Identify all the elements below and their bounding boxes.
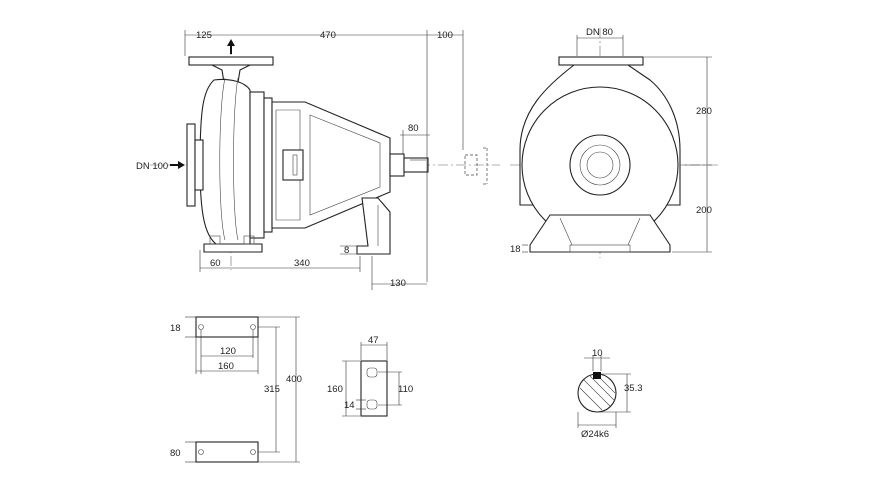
dim-100: 100 bbox=[437, 30, 453, 41]
front-dim-18: 18 bbox=[510, 244, 521, 255]
intermediate-flange bbox=[263, 97, 273, 233]
plan-dim-315: 315 bbox=[264, 384, 280, 395]
dim-80-shaft: 80 bbox=[408, 123, 419, 134]
detail-dim-14: 14 bbox=[344, 400, 355, 411]
suction-flange bbox=[186, 123, 196, 207]
discharge-flange bbox=[188, 56, 274, 66]
plan-dim-400: 400 bbox=[286, 374, 302, 385]
shaft-diameter-label: Ø24k6 bbox=[581, 429, 609, 440]
foot-detail-block bbox=[360, 360, 388, 417]
dim-130: 130 bbox=[390, 278, 406, 289]
front-bearing-ring bbox=[569, 134, 631, 196]
dim-340: 340 bbox=[294, 258, 310, 269]
detail-dim-110: 110 bbox=[398, 384, 413, 395]
foot-plate-bottom bbox=[195, 441, 259, 463]
casing-cover bbox=[249, 91, 265, 239]
shaft-dim-10: 10 bbox=[592, 348, 603, 359]
side-view: 125 470 100 80 DN 100 60 340 8 130 bbox=[136, 30, 500, 290]
foot-plate-top bbox=[195, 316, 259, 338]
support-foot bbox=[356, 197, 391, 255]
foot-detail: 47 160 110 14 bbox=[327, 335, 413, 417]
bearing-bracket bbox=[271, 101, 391, 229]
plan-dim-80: 80 bbox=[170, 448, 181, 459]
dim-470: 470 bbox=[320, 30, 336, 41]
plan-dim-120: 120 bbox=[220, 346, 236, 357]
front-feet bbox=[529, 214, 671, 253]
foot-plan: 18 120 160 315 400 80 bbox=[170, 316, 302, 463]
dim-125: 125 bbox=[196, 30, 212, 41]
dim-200: 200 bbox=[696, 205, 712, 216]
volute-casing bbox=[199, 78, 251, 245]
dim-8: 8 bbox=[344, 245, 349, 256]
outlet-label: DN 80 bbox=[586, 27, 613, 38]
dim-60: 60 bbox=[210, 258, 221, 269]
plan-dim-18: 18 bbox=[170, 323, 181, 334]
front-discharge-flange bbox=[558, 56, 644, 66]
detail-dim-47: 47 bbox=[368, 335, 379, 346]
shaft-end bbox=[389, 153, 405, 177]
detail-dim-160: 160 bbox=[327, 384, 343, 395]
shaft-stub bbox=[403, 157, 429, 173]
dim-280: 280 bbox=[696, 106, 712, 117]
coupling-outline bbox=[464, 154, 478, 176]
front-view: DN 80 280 200 18 bbox=[510, 27, 720, 258]
shaft-section: 10 35.3 Ø24k6 bbox=[577, 348, 643, 440]
suction-neck bbox=[194, 139, 204, 191]
casing-foot bbox=[203, 243, 263, 253]
keyway-icon bbox=[593, 372, 601, 379]
inlet-label: DN 100 bbox=[136, 161, 168, 172]
shaft-dim-35-3: 35.3 bbox=[624, 383, 643, 394]
plan-dim-160: 160 bbox=[218, 361, 234, 372]
